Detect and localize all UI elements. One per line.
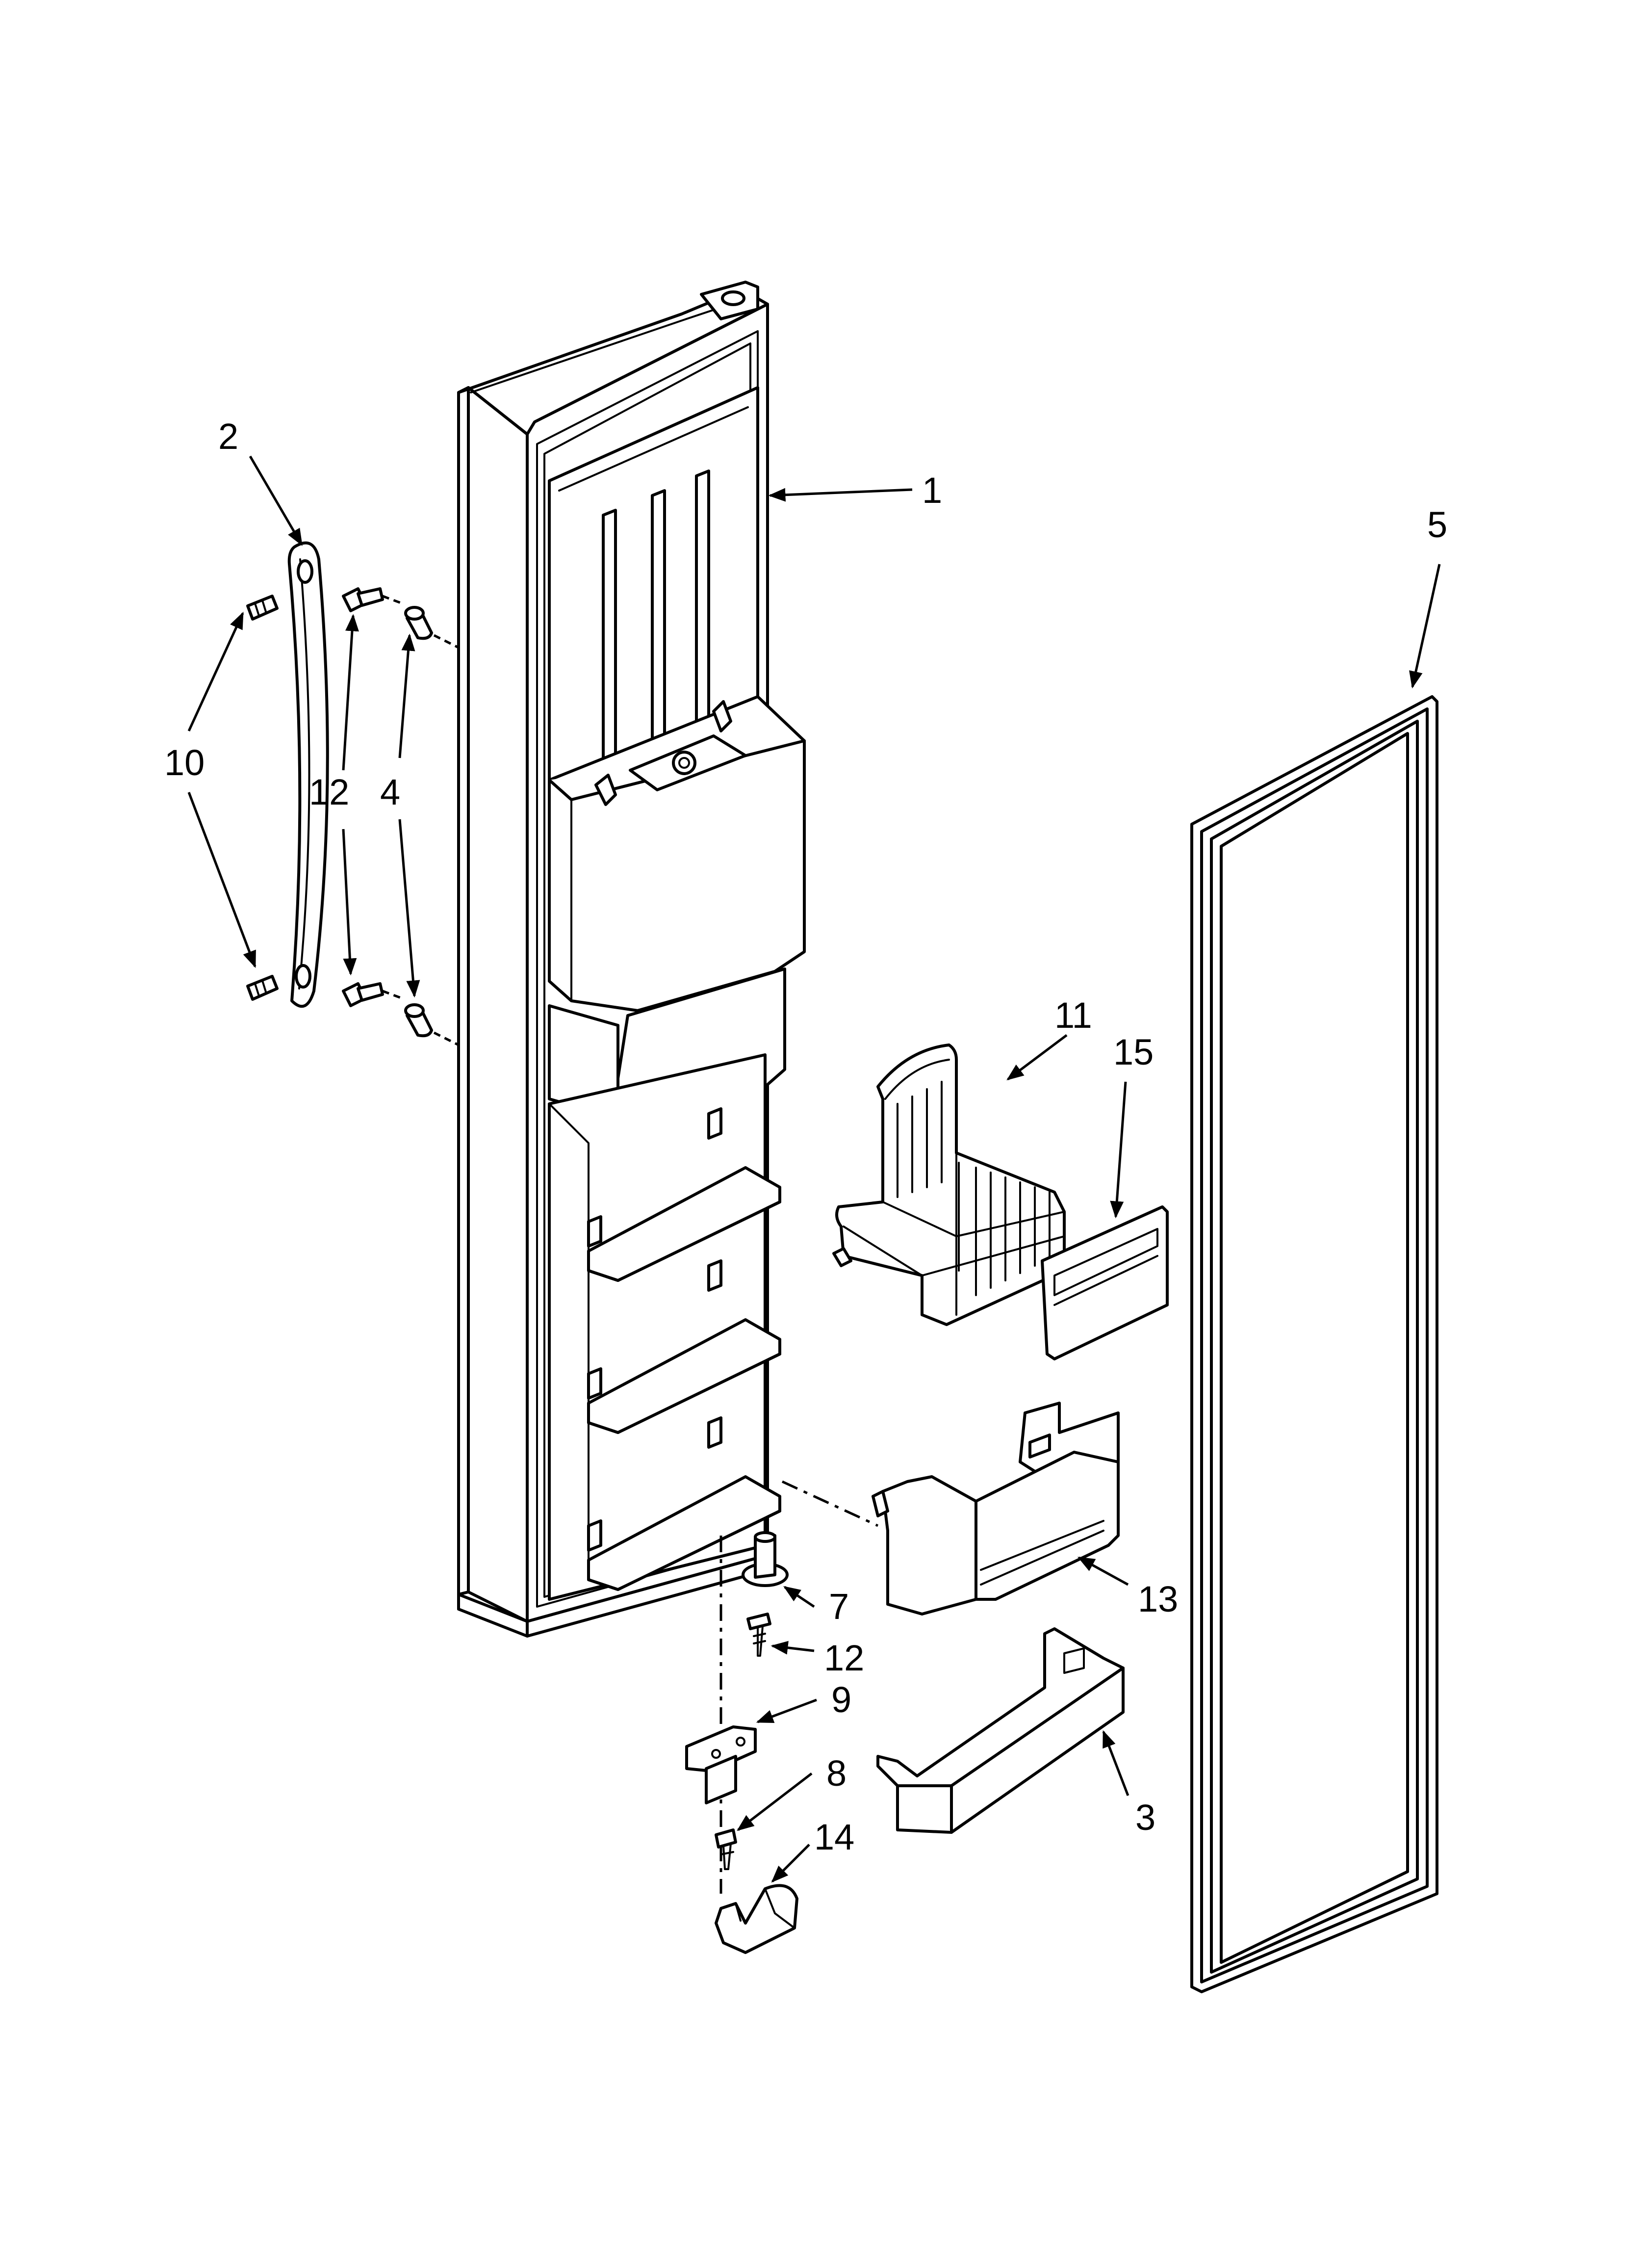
wire-basket [832, 1043, 1066, 1326]
callout-8: 8 [826, 1753, 847, 1794]
hinge-pin-screw [746, 1613, 771, 1657]
callout-5: 5 [1427, 504, 1447, 545]
handle-screw-top [246, 595, 279, 621]
door-gasket [1190, 695, 1438, 1993]
callout-15: 15 [1113, 1032, 1154, 1072]
spacer-top [404, 606, 460, 649]
callout-3: 3 [1135, 1797, 1155, 1838]
handle-screw-bottom [246, 975, 279, 1001]
mount-screw-top [342, 587, 403, 612]
callout-10: 10 [164, 742, 205, 783]
callout-12-lower: 12 [824, 1638, 864, 1678]
callout-1: 1 [922, 470, 942, 511]
mount-screw-bottom [342, 982, 403, 1007]
callout-7: 7 [829, 1586, 849, 1627]
spacer-bottom [404, 1003, 460, 1046]
callout-2: 2 [218, 416, 238, 457]
bin-assembly-line [781, 1480, 879, 1527]
lower-door-bin [872, 1402, 1120, 1616]
hinge-pin [742, 1531, 789, 1587]
callout-14: 14 [814, 1817, 854, 1857]
callout-4: 4 [380, 772, 400, 812]
bottom-door-bin [876, 1627, 1125, 1834]
callout-13: 13 [1138, 1579, 1178, 1619]
door-assembly [457, 281, 806, 1638]
hinge-cover [715, 1884, 798, 1954]
callout-9: 9 [831, 1679, 851, 1720]
door-handle [287, 541, 329, 1008]
hinge-screw [715, 1828, 737, 1870]
callout-12-upper: 12 [309, 772, 349, 812]
hinge-bracket [685, 1725, 757, 1804]
basket-front [1041, 1205, 1169, 1360]
callout-11: 11 [1054, 995, 1092, 1036]
leader-lines [187, 455, 1441, 1883]
